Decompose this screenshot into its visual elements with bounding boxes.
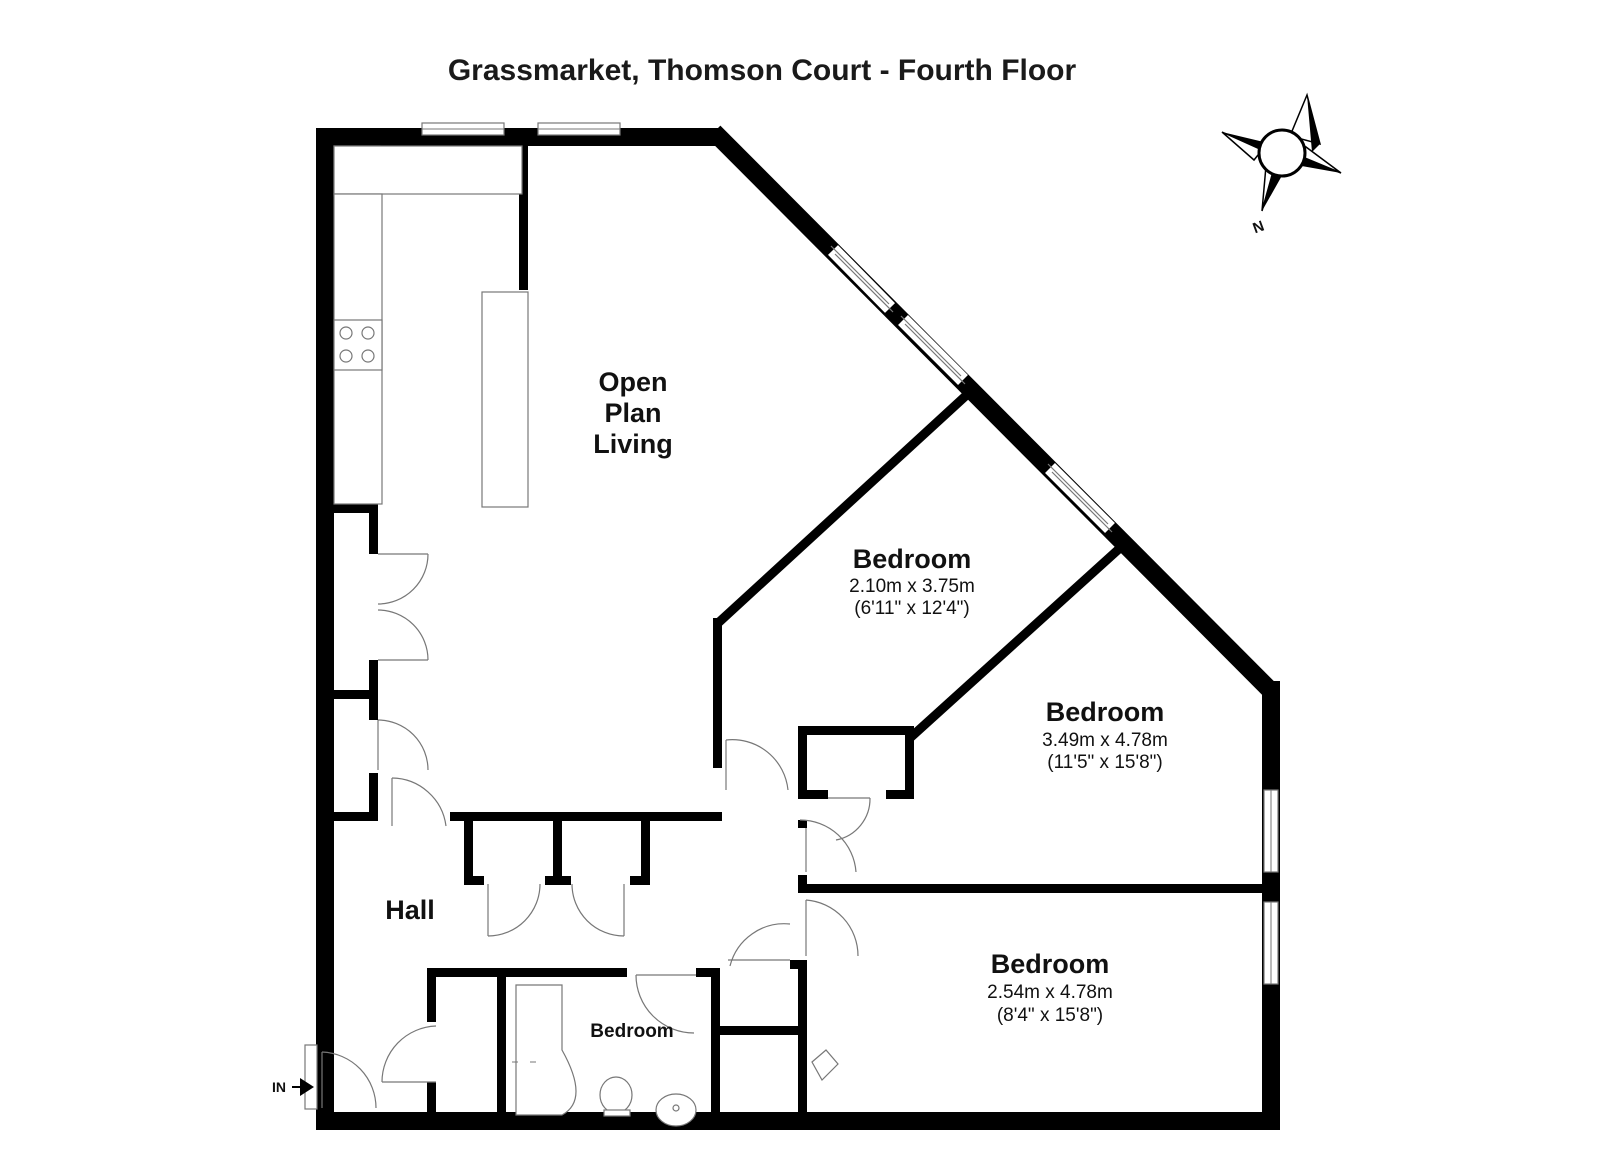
plan-title: Grassmarket, Thomson Court - Fourth Floo… [448, 54, 1077, 87]
bedroom1-metric: 2.10m x 3.75m [849, 576, 975, 597]
compass-icon: N [1221, 92, 1342, 238]
bedroom1-imperial: (6'11" x 12'4") [854, 598, 969, 619]
bathroom-fixtures [512, 984, 697, 1127]
compass-north-label: N [1251, 218, 1267, 238]
room-bedroom-1: Bedroom 2.10m x 3.75m (6'11" x 12'4") [849, 544, 975, 619]
bedroom3-name: Bedroom [991, 949, 1110, 979]
door-swings [304, 553, 871, 1110]
kitchen-fixtures [333, 145, 529, 508]
bedroom2-imperial: (11'5" x 15'8") [1047, 752, 1162, 773]
bedroom2-metric: 3.49m x 4.78m [1042, 730, 1168, 751]
bathroom-label: Bedroom [590, 1021, 673, 1042]
bedroom3-imperial: (8'4" x 15'8") [997, 1005, 1103, 1026]
bedroom1-name: Bedroom [853, 544, 972, 574]
entry-label: IN [272, 1079, 286, 1095]
room-bedroom-2: Bedroom 3.49m x 4.78m (11'5" x 15'8") [1042, 697, 1168, 773]
room-bedroom-3: Bedroom 2.54m x 4.78m (8'4" x 15'8") [987, 949, 1113, 1026]
living-label-line3: Living [593, 429, 673, 459]
hall-label: Hall [385, 895, 435, 925]
living-label-line2: Plan [604, 398, 661, 428]
bedroom3-metric: 2.54m x 4.78m [987, 982, 1113, 1003]
walls [316, 125, 1280, 1130]
living-label-line1: Open [598, 367, 667, 397]
room-living: Open Plan Living [593, 367, 673, 459]
bedroom2-name: Bedroom [1046, 697, 1165, 727]
entry-arrow-icon [292, 1078, 314, 1096]
windows [421, 122, 1279, 985]
